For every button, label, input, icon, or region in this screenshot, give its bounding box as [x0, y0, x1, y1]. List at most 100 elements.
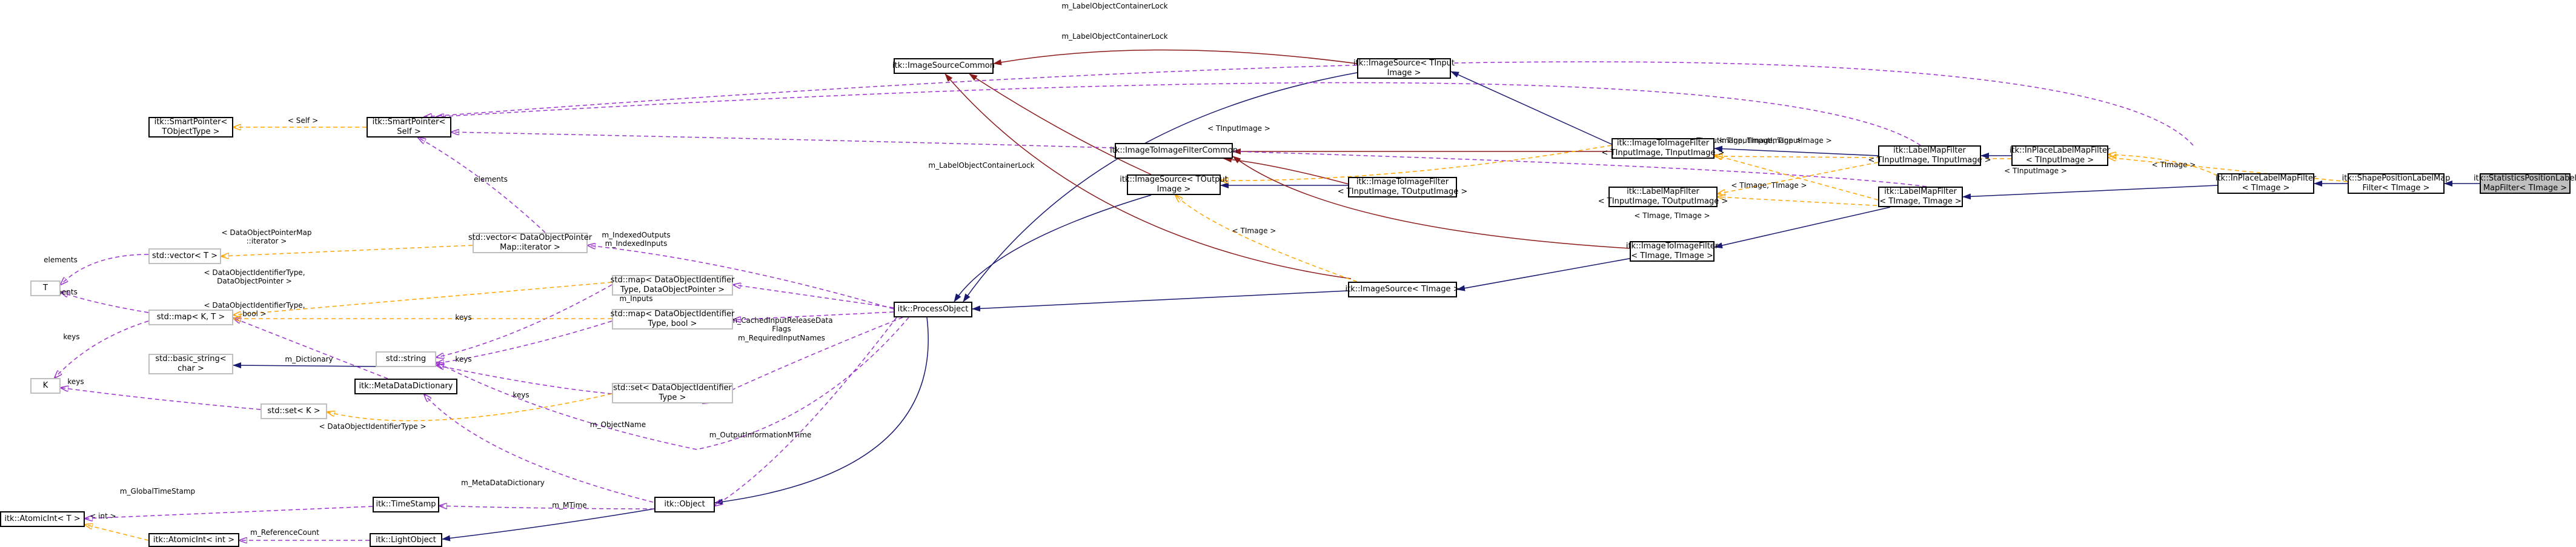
edge-itif-tinput-to-is-tinput — [1450, 71, 1612, 145]
edge-itif-timage-to-itif-common — [1232, 156, 1630, 249]
node-inplace-label-map-filter-timage[interactable]: itk::InPlaceLabelMapFilter< TImage > — [2215, 173, 2317, 194]
edge-label-timage-inplace: < TImage > — [2152, 161, 2196, 169]
edge-label-line: m_LabelObjectContainerLock — [1061, 32, 1167, 41]
edge-keys1 — [436, 284, 612, 357]
node-label-map-filter-tinput-toutput[interactable]: itk::LabelMapFilter< TInputImage, TOutpu… — [1598, 187, 1728, 207]
edge-label-labelobj-top: m_LabelObjectContainerLock — [1061, 2, 1167, 10]
edge-timage-pair — [1715, 155, 1879, 201]
node-std-map-k-t[interactable]: std::map< K, T > — [148, 310, 233, 325]
edge-is-tout-to-process — [954, 194, 1152, 302]
edge-label-mtime: m_MTime — [552, 501, 586, 509]
edge-label-line: m_CachedInputReleaseData — [730, 316, 832, 325]
node-inplace-label-map-filter-tinputimage[interactable]: itk::InPlaceLabelMapFilter< TInputImage … — [2009, 145, 2111, 166]
node-image-to-image-filter-timage-timage[interactable]: itk::ImageToImageFilter< TImage, TImage … — [1625, 241, 1719, 262]
edge-label-elements-t1: elements — [44, 256, 78, 264]
edge-label-line: < DataObjectIdentifierType, — [204, 268, 305, 277]
node-std-string[interactable]: std::string — [376, 351, 436, 367]
node-light-object[interactable]: itk::LightObject — [370, 533, 442, 547]
edge-keys2 — [436, 320, 612, 363]
edge-label-line: m_Dictionary — [285, 355, 333, 363]
edge-timage-inplace-b — [2108, 154, 2218, 176]
edge-label-keys3: keys — [513, 391, 529, 399]
edge-elements-t1 — [61, 254, 149, 285]
edge-lmf-timage-to-itif-timage — [1714, 207, 1891, 248]
edge-is-tout-to-is-common — [969, 73, 1152, 175]
node-meta-data-dictionary[interactable]: itk::MetaDataDictionary — [354, 379, 457, 394]
edge-timage-pair2 — [1718, 197, 1885, 207]
edge-label-line: m_GlobalTimeStamp — [120, 487, 195, 496]
edge-label-line: < DataObjectIdentifierType, — [204, 301, 305, 310]
node-image-source-timage[interactable]: itk::ImageSource< TImage > — [1345, 282, 1460, 297]
node-std-basic-string[interactable]: std::basic_string<char > — [148, 354, 233, 374]
node-std-vector-t[interactable]: std::vector< T > — [148, 248, 221, 264]
edge-paths — [55, 49, 2480, 542]
edge-label-timage-pair: < TImage, TImage > — [1634, 211, 1710, 220]
edge-label-line: m_Inputs — [619, 294, 652, 303]
edge-keys-k2 — [61, 388, 261, 410]
node-smart-pointer-self[interactable]: itk::SmartPointer<Self > — [367, 117, 451, 138]
edge-label-line: < TInputImage > — [2004, 167, 2067, 175]
node-type-t[interactable]: T — [30, 280, 61, 296]
edge-label-labelobj-3: m_LabelObjectContainerLock — [928, 161, 1034, 170]
node-image-to-image-filter-tinput-tinput[interactable]: itk::ImageToImageFilter< TInputImage, TI… — [1601, 138, 1725, 159]
edge-itif-tout-to-itif-common — [1223, 156, 1352, 185]
edge-label-line: keys — [455, 355, 471, 363]
edge-is-tinput-to-is-common — [993, 49, 1358, 65]
edge-label-line: < TInputImage > — [1207, 124, 1270, 133]
node-time-stamp[interactable]: itk::TimeStamp — [373, 497, 439, 512]
edge-elements-t2 — [61, 292, 149, 313]
edge-dict — [233, 318, 388, 379]
edge-label-line: < TInputImage, TInputImage > — [1718, 136, 1831, 145]
node-process-object[interactable]: itk::ProcessObject — [894, 302, 972, 317]
edge-label-line: < TImage > — [1232, 227, 1276, 235]
edge-label-refcount: m_ReferenceCount — [250, 528, 319, 537]
edge-outputs — [733, 285, 894, 308]
edge-label-line: < DataObjectIdentifierType > — [319, 422, 426, 431]
node-type-k[interactable]: K — [30, 378, 61, 394]
node-label-map-filter-tinput-tinput[interactable]: itk::LabelMapFilter< TInputImage, TInput… — [1868, 145, 1991, 166]
node-std-set-k[interactable]: std::set< K > — [261, 403, 327, 419]
edge-label-line: m_LabelObjectContainerLock — [1061, 2, 1167, 10]
node-image-to-image-filter-common[interactable]: itk::ImageToImageFilterCommon — [1110, 143, 1238, 159]
edge-label-tinput-pair: < TInputImage, TInputImage > — [1688, 136, 1801, 145]
edge-label-dotype: < DataObjectIdentifierType > — [319, 422, 426, 431]
node-smart-pointer-tobjecttype[interactable]: itk::SmartPointer<TObjectType > — [148, 117, 233, 138]
edge-mtime — [439, 506, 655, 509]
node-label-map-filter-timage-timage[interactable]: itk::LabelMapFilter< TImage, TImage > — [1878, 187, 1963, 207]
edge-tinput-pair — [1715, 156, 2012, 159]
edge-label-timage-is: < TImage > — [1232, 227, 1276, 235]
edge-label-line: ::iterator > — [247, 237, 287, 245]
edge-keys3 — [436, 365, 612, 394]
edge-label-line: DataObjectPointer > — [217, 277, 292, 285]
edge-object-to-lightobject — [442, 508, 655, 542]
edge-label-line: < Self > — [288, 116, 318, 125]
node-atomic-int-int[interactable]: itk::AtomicInt< int > — [148, 533, 239, 547]
edge-lmf-tinput-to-itif-tinput — [1714, 145, 1879, 156]
edge-label-iterator: < DataObjectPointerMap::iterator > — [221, 228, 311, 245]
edge-dotype — [327, 393, 612, 422]
node-object[interactable]: itk::Object — [654, 497, 715, 512]
edge-dot-ptr — [233, 282, 612, 315]
edge-keys-k1 — [55, 320, 149, 378]
edge-process-to-object — [714, 317, 929, 505]
node-image-to-image-filter-tinput-toutput[interactable]: itk::ImageToImageFilter< TInputImage, TO… — [1337, 177, 1468, 197]
edge-label-line: m_OutputInformationMTime — [709, 431, 812, 439]
edge-stdstring-to-basicstring — [233, 362, 376, 369]
node-atomic-int-t[interactable]: itk::AtomicInt< T > — [0, 511, 85, 527]
edge-label-line: elements — [474, 175, 508, 184]
edge-label-line: Flags — [772, 325, 791, 333]
node-image-source-common[interactable]: itk::ImageSourceCommon — [892, 58, 995, 74]
edge-labelobj-top — [424, 61, 2194, 146]
edge-outinfo — [715, 317, 897, 506]
